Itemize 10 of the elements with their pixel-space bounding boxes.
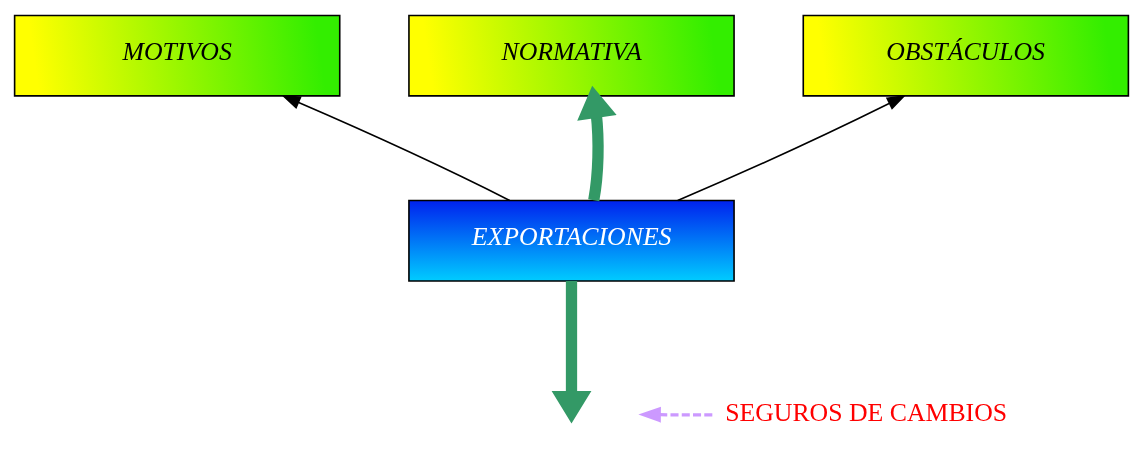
arrow [676, 94, 907, 202]
arrow [551, 281, 592, 424]
node-box: EXPORTACIONES [408, 199, 735, 282]
node-box: MOTIVOS [13, 14, 341, 97]
arrow [281, 95, 511, 202]
arrow [577, 85, 617, 202]
node-box: OBSTÁCULOS [802, 14, 1130, 97]
node-text: SEGUROS DE CAMBIOS [725, 397, 1008, 427]
node-box: NORMATIVA [408, 14, 735, 97]
arrow [638, 406, 713, 423]
